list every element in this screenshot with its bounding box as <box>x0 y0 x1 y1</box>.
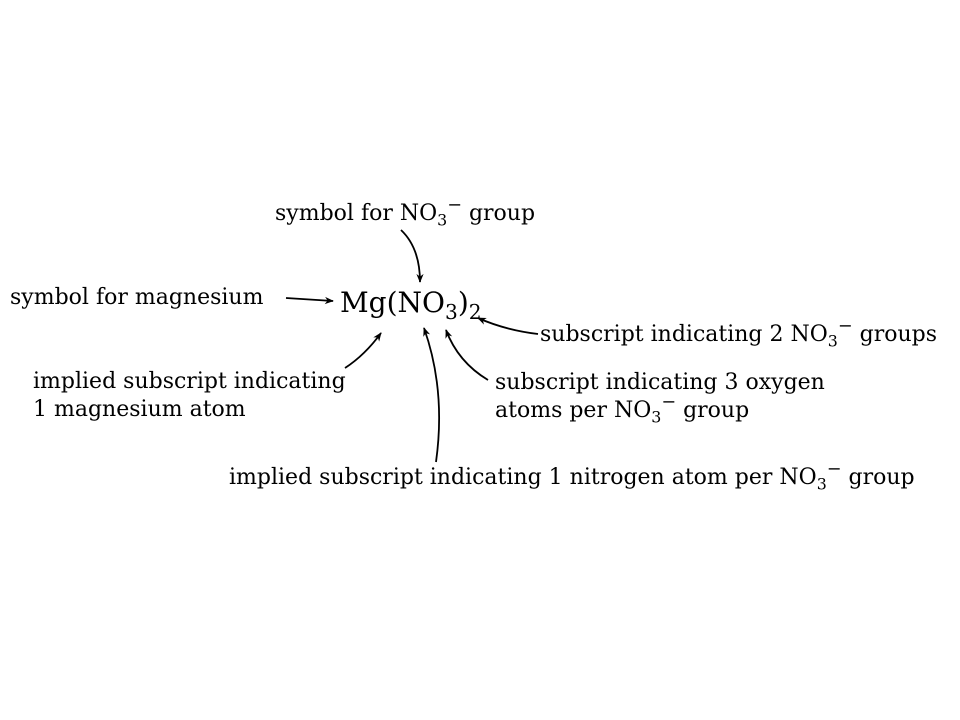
label-two-groups: subscript indicating 2 NO3−groups <box>540 316 938 351</box>
label-one-nitrogen: implied subscript indicating 1 nitrogen … <box>229 459 915 494</box>
arrow-to-nitrogen-implied-subscript <box>423 327 441 463</box>
arrow-to-nitrate-group <box>400 229 424 283</box>
arrow-to-mg-implied-subscript <box>344 332 382 369</box>
formula-mg-no3-2: Mg(NO3)2 <box>340 286 482 322</box>
arrow-to-subscript-3 <box>445 329 489 381</box>
label-magnesium-symbol: symbol for magnesium <box>10 285 264 310</box>
arrow-to-subscript-2 <box>477 317 539 335</box>
formula-close-paren: ) <box>457 286 469 319</box>
formula-subscript-3: 3 <box>444 300 458 325</box>
formula-main: Mg(NO <box>340 286 445 319</box>
label-nitrate-symbol: symbol for NO3−group <box>275 195 536 230</box>
label-three-oxygen: subscript indicating 3 oxygen atoms per … <box>495 370 825 427</box>
formula-subscript-2: 2 <box>468 300 482 325</box>
arrow-to-magnesium-symbol <box>285 296 334 305</box>
label-mg-implied-subscript: implied subscript indicating 1 magnesium… <box>33 369 346 422</box>
